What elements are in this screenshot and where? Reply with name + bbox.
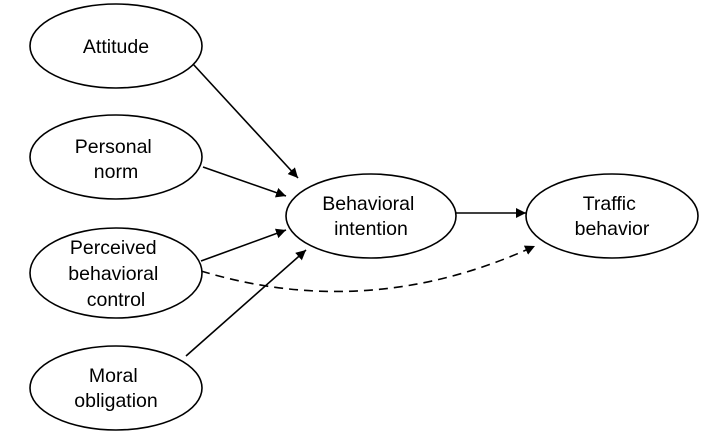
- node-behavioral-intention: Behavioral intention: [285, 173, 457, 259]
- node-moral-obligation-ellipse: [29, 345, 203, 431]
- node-perceived-behavioral-control: Perceived behavioral control: [29, 227, 203, 319]
- node-label-line: Personal: [75, 136, 152, 158]
- edge-personal-norm-to-behavioral-intention: [202, 166, 287, 198]
- node-label-line: Moral: [89, 365, 138, 387]
- node-traffic-behavior-label: Traffic behavior: [575, 193, 650, 240]
- node-traffic-behavior: Traffic behavior: [525, 173, 699, 259]
- node-label-line: Behavioral: [322, 193, 414, 215]
- edge-attitude-to-behavioral-intention: [192, 63, 299, 179]
- node-label-line: intention: [334, 218, 408, 240]
- node-label-line: obligation: [74, 390, 157, 412]
- node-behavioral-intention-label: Behavioral intention: [322, 193, 420, 240]
- edges: [185, 63, 536, 357]
- edge-moral-obligation-to-behavioral-intention: [185, 249, 307, 357]
- node-perceived-behavioral-control-label: Perceived behavioral control: [68, 237, 163, 311]
- node-moral-obligation-label: Moral obligation: [74, 365, 157, 412]
- node-personal-norm: Personal norm: [29, 114, 203, 200]
- node-label-line: Attitude: [83, 36, 149, 58]
- node-attitude-label: Attitude: [83, 36, 149, 58]
- node-attitude: Attitude: [29, 3, 203, 89]
- node-personal-norm-label: Personal norm: [75, 136, 157, 183]
- node-traffic-behavior-ellipse: [525, 173, 699, 259]
- node-behavioral-intention-ellipse: [285, 173, 457, 259]
- node-label-line: control: [87, 289, 146, 311]
- edge-perceived-control-to-behavioral-intention: [200, 228, 287, 262]
- edge-perceived-control-to-traffic-behavior: [200, 245, 536, 293]
- node-personal-norm-ellipse: [29, 114, 203, 200]
- node-label-line: behavioral: [68, 263, 158, 285]
- node-moral-obligation: Moral obligation: [29, 345, 203, 431]
- node-perceived-behavioral-control-ellipse: [29, 227, 203, 319]
- node-label-line: behavior: [575, 218, 650, 240]
- node-label-line: Perceived: [70, 237, 157, 259]
- node-label-line: Traffic: [583, 193, 636, 215]
- node-label-line: norm: [94, 161, 138, 183]
- node-attitude-ellipse: [29, 3, 203, 89]
